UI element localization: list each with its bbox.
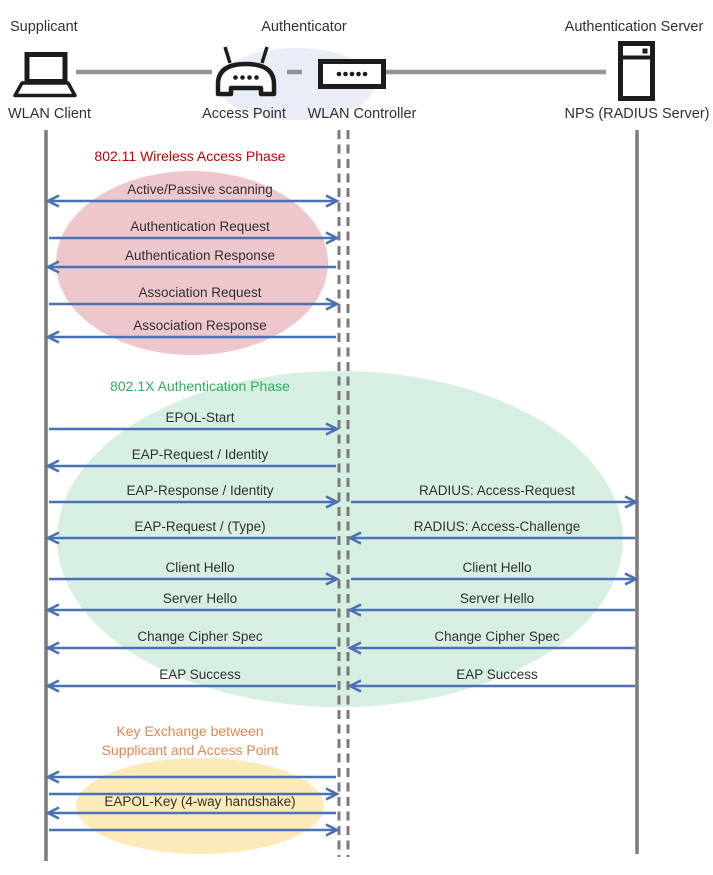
message-label: EAP Success bbox=[456, 667, 538, 682]
role-supplicant: Supplicant bbox=[10, 19, 78, 35]
arrowhead-right bbox=[325, 787, 340, 801]
arrowhead-left bbox=[347, 679, 362, 693]
node-wlan-controller: WLAN Controller bbox=[307, 106, 417, 122]
message-label: Server Hello bbox=[162, 591, 238, 606]
arrowhead-left bbox=[45, 806, 60, 820]
message-label: EAP Success bbox=[159, 667, 241, 682]
message-label: EAP-Request / (Type) bbox=[134, 519, 266, 534]
arrowhead-left bbox=[45, 194, 60, 208]
message-label: RADIUS: Access-Challenge bbox=[413, 519, 581, 534]
node-wlan-client: WLAN Client bbox=[8, 106, 91, 122]
message-label: Authentication Response bbox=[124, 248, 276, 263]
node-nps: NPS (RADIUS Server) bbox=[564, 106, 710, 122]
phase3-title-line2: Supplicant and Access Point bbox=[101, 742, 279, 758]
message-label: EPOL-Start bbox=[165, 410, 235, 425]
message-label: RADIUS: Access-Request bbox=[418, 483, 576, 498]
arrowhead-left bbox=[45, 260, 60, 274]
arrowhead-right bbox=[325, 572, 340, 586]
message-label: Authentication Request bbox=[130, 219, 270, 234]
arrowhead-right bbox=[325, 297, 340, 311]
message-label: EAPOL-Key (4-way handshake) bbox=[104, 794, 296, 809]
phase1-ellipse bbox=[56, 171, 328, 355]
message-label: Client Hello bbox=[462, 560, 532, 575]
arrowhead-left bbox=[45, 603, 60, 617]
role-authenticator: Authenticator bbox=[261, 19, 347, 35]
message-label: Association Response bbox=[133, 318, 267, 333]
arrowhead-left bbox=[45, 459, 60, 473]
laptop-icon bbox=[13, 52, 77, 98]
arrowhead-right bbox=[624, 495, 639, 509]
message-label: Change Cipher Spec bbox=[434, 629, 560, 644]
arrowhead-left bbox=[45, 770, 60, 784]
access-point-icon bbox=[215, 46, 277, 97]
server-icon bbox=[618, 41, 655, 101]
node-access-point: Access Point bbox=[202, 106, 286, 122]
arrowhead-right bbox=[325, 823, 340, 837]
phase3-title: Key Exchange between Supplicant and Acce… bbox=[90, 722, 290, 760]
arrowhead-left bbox=[45, 641, 60, 655]
arrowhead-right bbox=[325, 194, 340, 208]
arrowhead-right bbox=[624, 572, 639, 586]
arrowhead-left bbox=[347, 603, 362, 617]
role-authentication-server: Authentication Server bbox=[564, 19, 704, 35]
arrowhead-left bbox=[347, 531, 362, 545]
phase3-title-line1: Key Exchange between bbox=[116, 723, 264, 739]
arrowhead-left bbox=[347, 641, 362, 655]
message-label: Association Request bbox=[138, 285, 262, 300]
message-label: EAP-Request / Identity bbox=[131, 447, 269, 462]
arrowhead-left bbox=[45, 679, 60, 693]
message-label: Client Hello bbox=[165, 560, 235, 575]
wlan-controller-icon bbox=[318, 59, 386, 89]
message-label: EAP-Response / Identity bbox=[126, 483, 274, 498]
arrowhead-right bbox=[325, 231, 340, 245]
arrowhead-left bbox=[45, 330, 60, 344]
arrowhead-left bbox=[45, 531, 60, 545]
phase1-title: 802.11 Wireless Access Phase bbox=[94, 148, 286, 164]
arrowhead-right bbox=[325, 495, 340, 509]
arrowhead-right bbox=[325, 422, 340, 436]
message-label: Active/Passive scanning bbox=[127, 182, 273, 197]
phase2-title: 802.1X Authentication Phase bbox=[110, 378, 290, 394]
message-label: Server Hello bbox=[459, 591, 535, 606]
message-label: Change Cipher Spec bbox=[137, 629, 263, 644]
